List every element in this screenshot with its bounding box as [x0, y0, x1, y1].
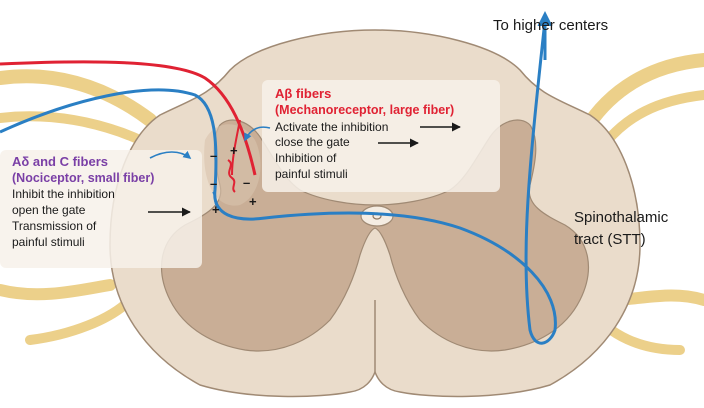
minus-sign-3: – [243, 175, 250, 190]
spinothalamic-label-line2: tract (STT) [574, 231, 646, 248]
ad-c-fibers-line1: Inhibit the inhibition [12, 187, 115, 201]
plus-sign-1: + [230, 143, 238, 158]
ab-fibers-line1: Activate the inhibition [275, 120, 388, 134]
ab-fibers-title: Aβ fibers [275, 86, 331, 101]
ab-fibers-line3: Inhibition of [275, 151, 337, 165]
ab-fibers-line4: painful stimuli [275, 167, 348, 181]
ad-c-fibers-line3: Transmission of [12, 219, 97, 233]
ad-c-fibers-line2: open the gate [12, 203, 86, 217]
higher-centers-label: To higher centers [493, 17, 608, 34]
ab-fibers-line2: close the gate [275, 135, 350, 149]
minus-sign-2: – [210, 176, 217, 191]
ad-c-fibers-line4: painful stimuli [12, 235, 85, 249]
ab-fibers-subtitle: (Mechanoreceptor, large fiber) [275, 103, 454, 117]
ad-c-fibers-subtitle: (Nociceptor, small fiber) [12, 171, 154, 185]
plus-sign-3: + [249, 194, 257, 209]
minus-sign-1: – [210, 148, 217, 163]
ad-c-fibers-title: Aδ and C fibers [12, 154, 108, 169]
spinothalamic-label-line1: Spinothalamic [574, 209, 669, 226]
